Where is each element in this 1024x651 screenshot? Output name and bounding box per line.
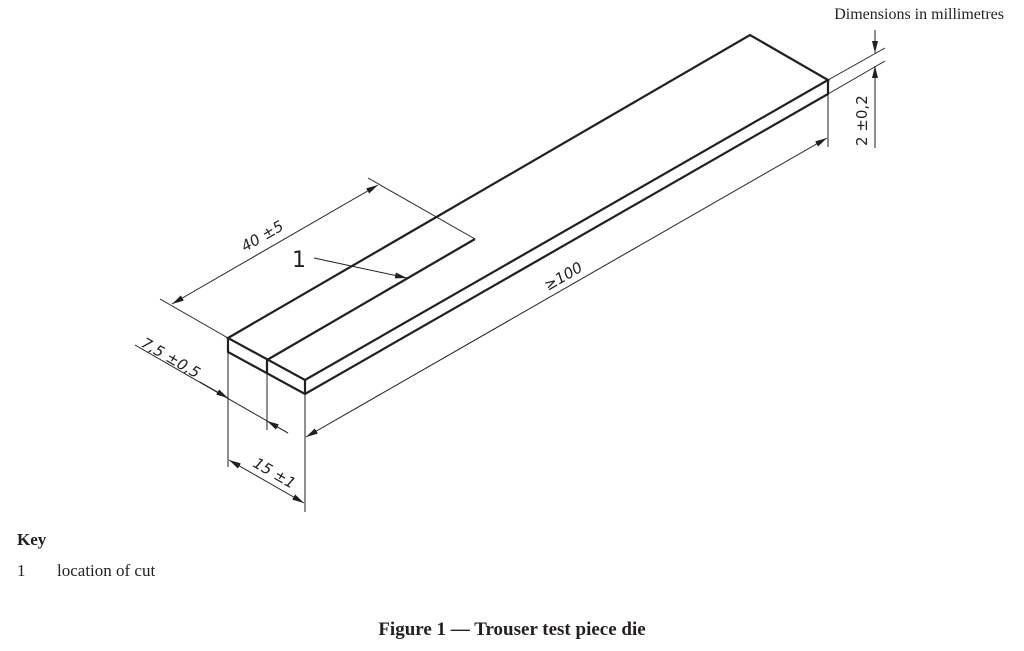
- cut-length-label: 40 ±5: [238, 217, 287, 256]
- cut-offset-label: 7,5 ±0,5: [138, 334, 203, 382]
- dimension-line: [305, 137, 828, 438]
- width-label: 15 ±1: [250, 454, 299, 493]
- key-item-label: location of cut: [57, 561, 156, 580]
- top-face: [225, 33, 831, 382]
- dimension-line: [228, 459, 305, 504]
- dimension-cut-offset: 7,5 ±0,5: [134, 334, 289, 434]
- test-piece-body: [225, 33, 831, 396]
- units-note: Dimensions in millimetres: [834, 6, 1004, 23]
- key-item: 1 location of cut: [17, 561, 155, 581]
- thickness-label: 2 ±0,2: [853, 95, 871, 146]
- dimension-line: [171, 184, 379, 305]
- figure-caption: Figure 1 — Trouser test piece die: [378, 619, 646, 640]
- callout-number: 1: [292, 248, 306, 273]
- front-face-edge: [226, 80, 830, 396]
- callout-1: 1: [292, 248, 408, 279]
- dimension-cut-length: 40 ±5: [159, 177, 476, 339]
- key-item-number: 1: [17, 561, 26, 580]
- dimension-thickness: 2 ±0,2: [827, 30, 886, 148]
- dimension-length: ≥100: [305, 94, 829, 438]
- key-title: Key: [17, 530, 47, 549]
